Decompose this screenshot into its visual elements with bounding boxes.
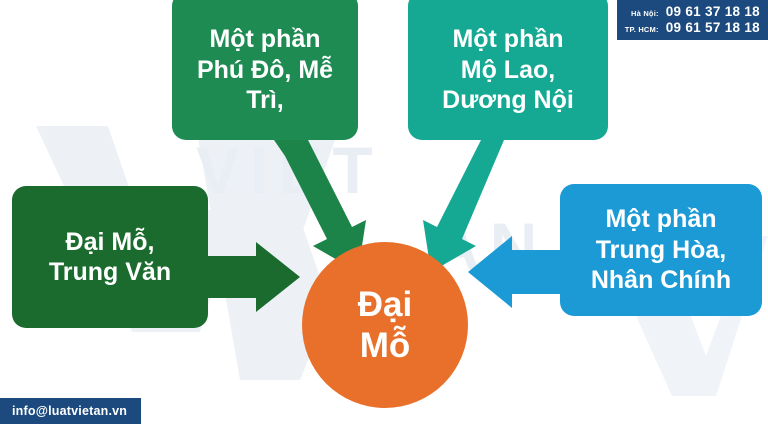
node-blue-line-2: Trung Hòa, [595, 235, 727, 264]
node-mo-lao-duong-noi: Một phần Mộ Lao, Dương Nội [408, 0, 608, 140]
node-top-line-3: Trì, [246, 86, 284, 115]
node-top-line-1: Một phần [209, 25, 321, 54]
arrow-from-dai-mo-trung-van [196, 242, 300, 312]
node-phu-do-me-tri: Một phần Phú Đô, Mễ Trì, [172, 0, 358, 140]
phone-label-hcm: TP. HCM: [624, 25, 659, 34]
watermark-text-line1: VIET [196, 133, 383, 207]
node-teal-line-1: Một phần [452, 25, 564, 54]
email-contact-badge: info@luatvietan.vn [0, 398, 142, 424]
node-trung-hoa-nhan-chinh: Một phần Trung Hòa, Nhân Chính [560, 184, 762, 316]
phone-contact-badge: Hà Nội: 09 61 37 18 18 TP. HCM: 09 61 57… [616, 0, 768, 40]
node-left-line-1: Đại Mỗ, [65, 227, 155, 256]
node-dai-mo-trung-van: Đại Mỗ, Trung Văn [12, 186, 208, 328]
node-teal-line-3: Dương Nội [442, 86, 574, 115]
node-top-line-2: Phú Đô, Mễ [196, 55, 334, 84]
center-circle-line-1: Đại [357, 284, 413, 324]
arrow-from-mo-lao-duong-noi [423, 140, 504, 272]
phone-number-hcm: 09 61 57 18 18 [665, 20, 760, 35]
phone-number-hanoi: 09 61 37 18 18 [665, 4, 760, 19]
node-blue-line-1: Một phần [605, 205, 717, 234]
phone-label-hanoi: Hà Nội: [631, 9, 659, 18]
center-circle: Đại Mỗ [302, 242, 468, 408]
node-teal-line-2: Mộ Lao, [460, 55, 556, 84]
node-blue-line-3: Nhân Chính [590, 266, 732, 295]
arrow-from-trung-hoa-nhan-chinh [468, 236, 572, 308]
node-left-line-2: Trung Văn [48, 258, 172, 286]
center-circle-line-2: Mỗ [359, 326, 411, 365]
